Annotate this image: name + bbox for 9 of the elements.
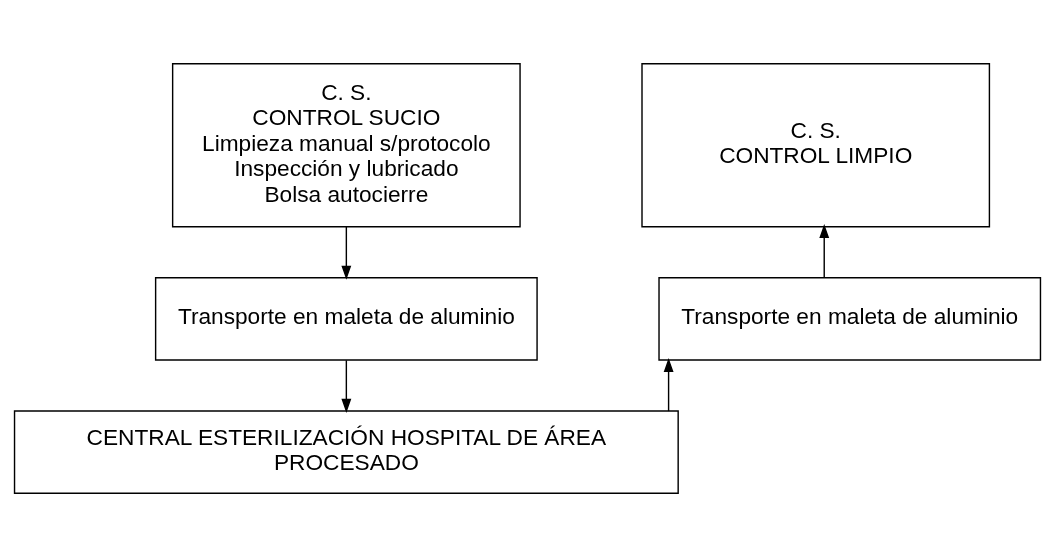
node-box: C. S. CONTROL LIMPIO bbox=[641, 62, 991, 227]
node-box: Transporte en maleta de aluminio bbox=[154, 276, 538, 361]
arrow bbox=[819, 223, 830, 278]
node-box: CENTRAL ESTERILIZACIÓN HOSPITAL DE ÁREA PROCESADO bbox=[13, 409, 679, 494]
node-box: C. S. CONTROL SUCIO Limpieza manual s/protocolo Inspección y lubricado Bolsa autocierre bbox=[171, 62, 521, 227]
arrow bbox=[341, 359, 352, 413]
arrow bbox=[663, 357, 674, 412]
arrow bbox=[341, 225, 352, 280]
node-box: Transporte en maleta de aluminio bbox=[658, 276, 1042, 361]
